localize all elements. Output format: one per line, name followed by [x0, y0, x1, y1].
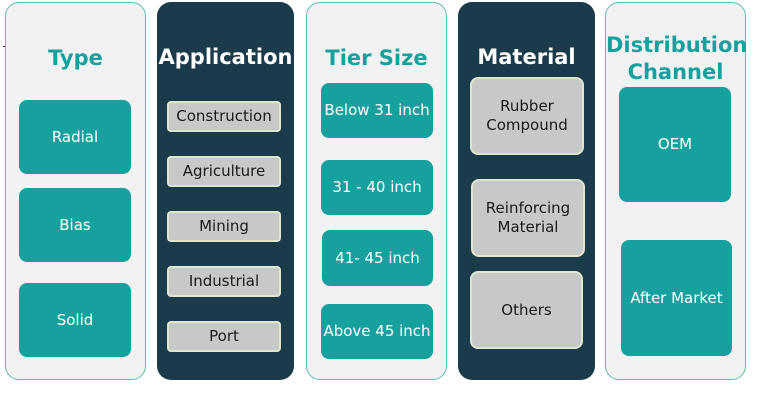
segment-oem: OEM	[619, 87, 731, 202]
column-title-line-1: Distribution	[606, 33, 748, 57]
segment-rubber-compound: Rubber Compound	[470, 77, 584, 155]
stray-mark	[3, 46, 5, 47]
column-title-distribution-channel: Distribution Channel	[606, 32, 748, 86]
segment-31-40-inch: 31 - 40 inch	[321, 160, 433, 215]
segment-solid: Solid	[19, 283, 131, 357]
column-type: Type Radial Bias Solid	[5, 2, 146, 380]
segment-below-31-inch: Below 31 inch	[321, 83, 433, 138]
segment-bias: Bias	[19, 188, 131, 262]
column-title-material: Material	[477, 45, 576, 69]
column-material: Material Rubber Compound Reinforcing Mat…	[458, 2, 595, 380]
column-tier-size: Tier Size Below 31 inch 31 - 40 inch 41-…	[306, 2, 447, 380]
column-title-line-2: Channel	[627, 60, 724, 84]
segment-radial: Radial	[19, 100, 131, 174]
column-title-application: Application	[158, 45, 293, 69]
segment-construction: Construction	[167, 101, 281, 132]
column-distribution-channel: Distribution Channel OEM After Market	[605, 2, 748, 380]
segment-above-45-inch: Above 45 inch	[321, 304, 433, 359]
segment-after-market: After Market	[621, 240, 732, 356]
column-title-type: Type	[48, 46, 103, 70]
segment-mining: Mining	[167, 211, 281, 242]
segment-port: Port	[167, 321, 281, 352]
segment-industrial: Industrial	[167, 266, 281, 297]
segment-41-45-inch: 41- 45 inch	[322, 230, 433, 286]
column-title-tier-size: Tier Size	[325, 46, 428, 70]
segment-reinforcing-material: Reinforcing Material	[471, 179, 585, 257]
segment-others: Others	[470, 271, 583, 349]
segment-agriculture: Agriculture	[167, 156, 281, 187]
column-application: Application Construction Agriculture Min…	[157, 2, 294, 380]
